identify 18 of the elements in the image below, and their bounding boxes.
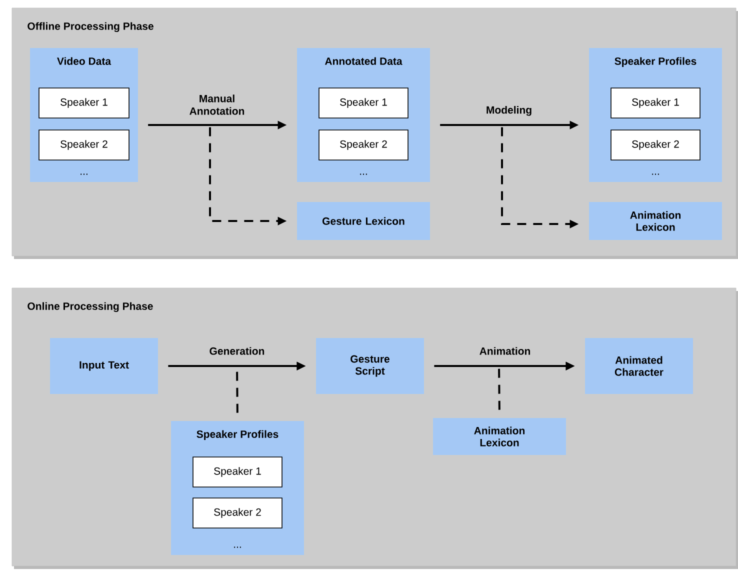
edge-label: Modeling bbox=[486, 106, 532, 116]
edge-label: Generation bbox=[210, 347, 264, 355]
process-box: Input Text bbox=[50, 338, 158, 394]
speaker-box: Speaker 1 bbox=[38, 88, 130, 118]
speaker-box: Speaker 2 bbox=[318, 130, 408, 160]
speaker-box: Speaker 1 bbox=[318, 88, 408, 118]
speaker-box: Speaker 1 bbox=[192, 456, 282, 488]
process-box: Animation Lexicon bbox=[589, 202, 722, 240]
speaker-box: Speaker 1 bbox=[610, 88, 700, 118]
process-box: Gesture Lexicon bbox=[297, 202, 430, 240]
process-box: Animation Lexicon bbox=[433, 418, 566, 455]
speaker-box: Speaker 2 bbox=[192, 498, 282, 528]
speaker-box: Speaker 2 bbox=[610, 130, 700, 160]
edge-label: Manual Annotation bbox=[190, 94, 244, 115]
process-box: Gesture Script bbox=[316, 338, 424, 394]
process-box: Animated Character bbox=[585, 338, 693, 394]
speaker-box: Speaker 2 bbox=[38, 130, 130, 160]
edge-label: Animation bbox=[480, 347, 530, 355]
